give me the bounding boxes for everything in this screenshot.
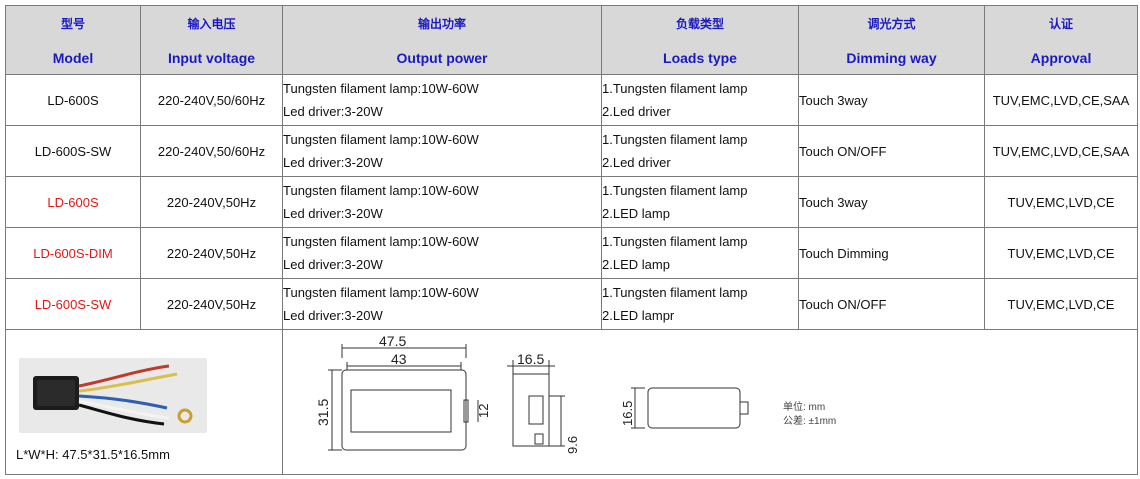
dimming-cell: Touch ON/OFF xyxy=(798,125,985,177)
approval-cell: TUV,EMC,LVD,CE,SAA xyxy=(984,74,1138,126)
load-line-2: 2.LED lamp xyxy=(602,206,670,221)
dim-height-side: 16.5 xyxy=(517,351,544,367)
unit-label: 单位: mm xyxy=(783,400,825,413)
power-cell: Tungsten filament lamp:10W-60W Led driver… xyxy=(282,74,602,126)
top-view: 16.5 xyxy=(620,387,749,429)
power-cell: Tungsten filament lamp:10W-60W Led driver… xyxy=(282,278,602,330)
dim-width: 31.5 xyxy=(315,399,331,426)
load-line-2: 2.LED lampr xyxy=(602,308,675,323)
load-line-2: 2.Led driver xyxy=(602,155,671,170)
product-photo xyxy=(19,358,207,433)
load-cell: 1.Tungsten filament lamp 2.Led driver xyxy=(601,74,799,126)
load-cell: 1.Tungsten filament lamp 2.LED lamp xyxy=(601,176,799,228)
dim-length-inner: 43 xyxy=(391,351,407,367)
power-cell: Tungsten filament lamp:10W-60W Led driver… xyxy=(282,227,602,279)
power-cell: Tungsten filament lamp:10W-60W Led driver… xyxy=(282,125,602,177)
load-line-2: 2.Led driver xyxy=(602,104,671,119)
dimming-cell: Touch 3way xyxy=(798,74,985,126)
approval-cell: TUV,EMC,LVD,CE,SAA xyxy=(984,125,1138,177)
load-cell: 1.Tungsten filament lamp 2.Led driver xyxy=(601,125,799,177)
load-line-1: 1.Tungsten filament lamp xyxy=(602,234,748,249)
power-cell: Tungsten filament lamp:10W-60W Led driver… xyxy=(282,176,602,228)
model-cell: LD-600S xyxy=(5,74,141,126)
front-view: 47.5 43 31.5 12 xyxy=(315,333,491,451)
technical-drawing-cell: 47.5 43 31.5 12 xyxy=(282,329,1138,475)
dim-side-offset: 9.6 xyxy=(565,436,580,454)
approval-cell: TUV,EMC,LVD,CE xyxy=(984,227,1138,279)
dimension-caption: L*W*H: 47.5*31.5*16.5mm xyxy=(16,447,170,462)
voltage-cell: 220-240V,50/60Hz xyxy=(140,74,283,126)
load-line-1: 1.Tungsten filament lamp xyxy=(602,285,748,300)
approval-cell: TUV,EMC,LVD,CE xyxy=(984,176,1138,228)
voltage-cell: 220-240V,50/60Hz xyxy=(140,125,283,177)
dim-button-height: 12 xyxy=(476,404,491,418)
table-row: LD-600S-SW 220-240V,50/60Hz Tungsten fil… xyxy=(5,125,1138,177)
table-row: LD-600S 220-240V,50Hz Tungsten filament … xyxy=(5,176,1138,228)
model-cell: LD-600S xyxy=(5,176,141,228)
approval-cell: TUV,EMC,LVD,CE xyxy=(984,278,1138,330)
dim-height-top: 16.5 xyxy=(620,401,635,426)
power-line-2: Led driver:3-20W xyxy=(283,257,383,272)
dimming-cell: Touch 3way xyxy=(798,176,985,228)
model-cell: LD-600S-SW xyxy=(5,278,141,330)
dimming-cell: Touch Dimming xyxy=(798,227,985,279)
table-row: LD-600S-DIM 220-240V,50Hz Tungsten filam… xyxy=(5,227,1138,279)
table-row: LD-600S-SW 220-240V,50Hz Tungsten filame… xyxy=(5,278,1138,330)
dimming-cell: Touch ON/OFF xyxy=(798,278,985,330)
product-photo-cell: L*W*H: 47.5*31.5*16.5mm xyxy=(5,329,283,475)
load-cell: 1.Tungsten filament lamp 2.LED lampr xyxy=(601,278,799,330)
model-cell: LD-600S-SW xyxy=(5,125,141,177)
power-line-1: Tungsten filament lamp:10W-60W xyxy=(283,183,479,198)
power-line-1: Tungsten filament lamp:10W-60W xyxy=(283,285,479,300)
load-cell: 1.Tungsten filament lamp 2.LED lamp xyxy=(601,227,799,279)
technical-drawing: 47.5 43 31.5 12 xyxy=(283,330,1137,474)
table-row: LD-600S 220-240V,50/60Hz Tungsten filame… xyxy=(5,74,1138,126)
model-cell: LD-600S-DIM xyxy=(5,227,141,279)
power-line-2: Led driver:3-20W xyxy=(283,155,383,170)
load-line-1: 1.Tungsten filament lamp xyxy=(602,132,748,147)
power-line-2: Led driver:3-20W xyxy=(283,104,383,119)
dim-length-total: 47.5 xyxy=(379,333,406,349)
side-view: 16.5 9.6 xyxy=(507,351,580,454)
load-line-2: 2.LED lamp xyxy=(602,257,670,272)
power-line-1: Tungsten filament lamp:10W-60W xyxy=(283,81,479,96)
load-line-1: 1.Tungsten filament lamp xyxy=(602,81,748,96)
power-line-1: Tungsten filament lamp:10W-60W xyxy=(283,132,479,147)
power-line-2: Led driver:3-20W xyxy=(283,206,383,221)
power-line-2: Led driver:3-20W xyxy=(283,308,383,323)
voltage-cell: 220-240V,50Hz xyxy=(140,278,283,330)
tolerance-label: 公差: ±1mm xyxy=(783,414,836,427)
bottom-row: L*W*H: 47.5*31.5*16.5mm xyxy=(5,329,1138,475)
load-line-1: 1.Tungsten filament lamp xyxy=(602,183,748,198)
voltage-cell: 220-240V,50Hz xyxy=(140,176,283,228)
voltage-cell: 220-240V,50Hz xyxy=(140,227,283,279)
power-line-1: Tungsten filament lamp:10W-60W xyxy=(283,234,479,249)
